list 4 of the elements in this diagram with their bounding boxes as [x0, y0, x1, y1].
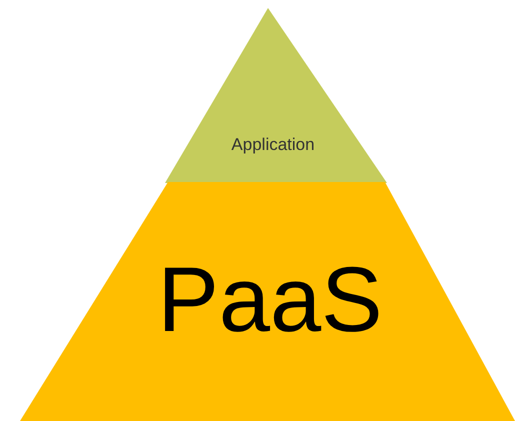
tier-label: PaaS: [157, 254, 383, 346]
pyramid-top-tier: [165, 8, 387, 183]
tier-label: Application: [231, 136, 315, 153]
pyramid-base-tier: [20, 182, 515, 421]
